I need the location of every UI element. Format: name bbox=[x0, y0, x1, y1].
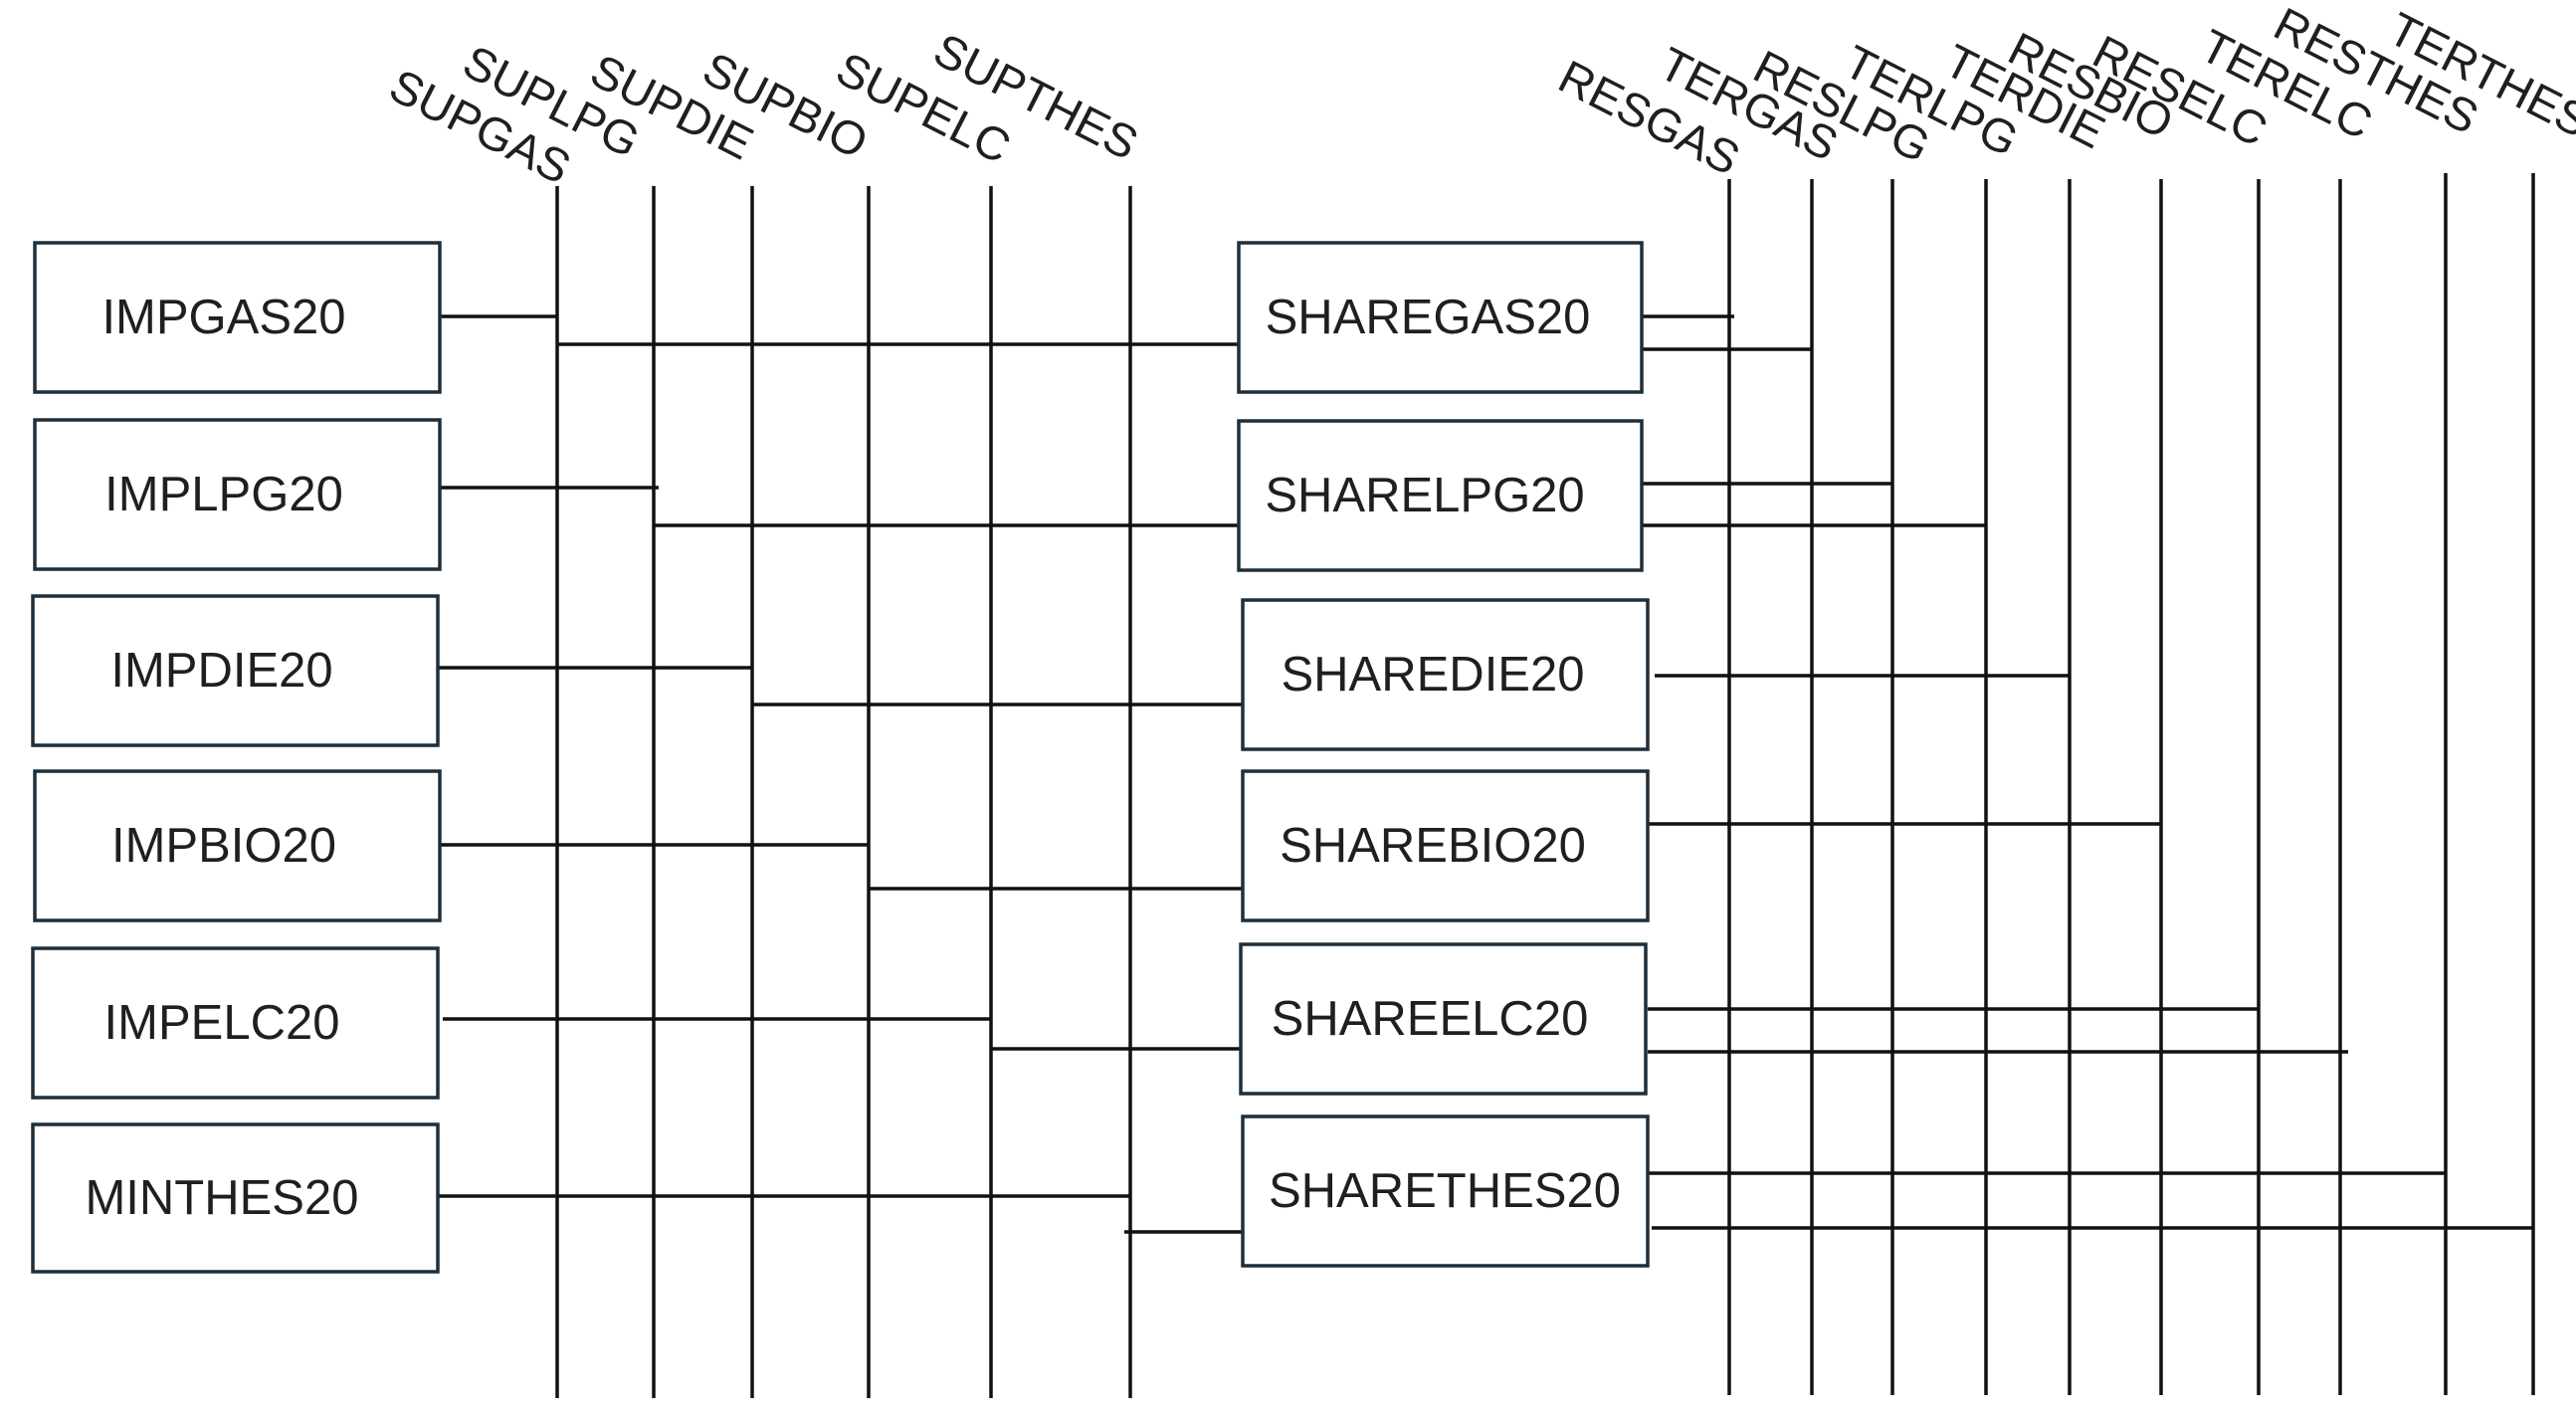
demand-column-labels: RESGAS TERGAS RESLPG TERLPG TERDIE RESBI… bbox=[1550, 0, 2576, 185]
demand-bus-lines bbox=[1727, 173, 2535, 1395]
box-sharethes: SHARETHES20 bbox=[1241, 1114, 1650, 1268]
box-sharedie: SHAREDIE20 bbox=[1241, 598, 1650, 751]
box-sharegas: SHAREGAS20 bbox=[1237, 241, 1644, 394]
import-boxes: IMPGAS20 IMPLPG20 IMPDIE20 IMPBIO20 IMPE… bbox=[31, 241, 442, 1274]
box-sharethes-label: SHARETHES20 bbox=[1269, 1164, 1621, 1218]
box-sharebio-label: SHAREBIO20 bbox=[1280, 819, 1586, 873]
box-implpg-label: IMPLPG20 bbox=[104, 468, 343, 521]
box-impbio: IMPBIO20 bbox=[33, 769, 442, 922]
box-impdie: IMPDIE20 bbox=[31, 594, 440, 747]
box-impbio-label: IMPBIO20 bbox=[111, 819, 336, 873]
box-sharebio: SHAREBIO20 bbox=[1241, 769, 1650, 922]
box-minthes-label: MINTHES20 bbox=[85, 1171, 358, 1225]
box-minthes: MINTHES20 bbox=[31, 1122, 440, 1274]
supply-bus-lines bbox=[555, 186, 1132, 1398]
box-shareelc-label: SHAREELC20 bbox=[1272, 992, 1589, 1046]
box-shareelc: SHAREELC20 bbox=[1239, 942, 1648, 1096]
box-impelc-label: IMPELC20 bbox=[104, 996, 340, 1050]
connectors bbox=[435, 314, 2533, 1234]
box-sharedie-label: SHAREDIE20 bbox=[1281, 648, 1584, 702]
box-impelc: IMPELC20 bbox=[31, 946, 440, 1100]
box-sharelpg: SHARELPG20 bbox=[1237, 419, 1644, 572]
box-sharegas-label: SHAREGAS20 bbox=[1266, 291, 1591, 344]
box-impdie-label: IMPDIE20 bbox=[110, 644, 332, 698]
share-boxes: SHAREGAS20 SHARELPG20 SHAREDIE20 SHAREBI… bbox=[1237, 241, 1650, 1268]
box-sharelpg-label: SHARELPG20 bbox=[1265, 469, 1584, 522]
box-impgas-label: IMPGAS20 bbox=[101, 291, 345, 344]
box-implpg: IMPLPG20 bbox=[33, 418, 442, 571]
box-impgas: IMPGAS20 bbox=[33, 241, 442, 394]
supply-column-labels: SUPGAS SUPLPG SUPDIE SUPBIO SUPELC SUPTH… bbox=[381, 23, 1146, 194]
